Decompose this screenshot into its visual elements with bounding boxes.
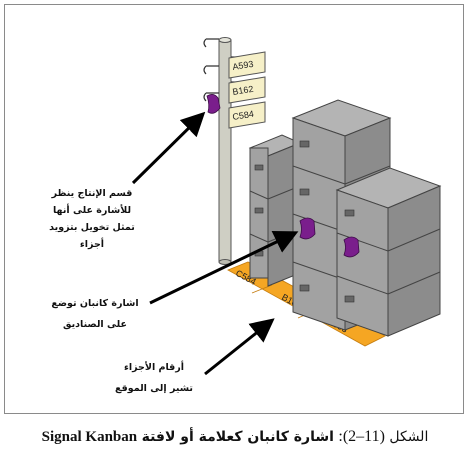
kanban-diagram: C584 B162 A593 A593 B162 C584 [49,37,442,394]
post-tag-a593: A593 [228,51,266,79]
post-tag-c584: C584 [228,101,266,129]
post-kanban-flag [206,94,221,114]
caption-english: Signal Kanban [41,429,138,445]
box-kanban-flag-middle [299,217,316,240]
post-tag-a593-label: A593 [232,59,254,72]
arrow-to-post [131,111,206,185]
box-note-line-1: اشارة كانبان توضع [51,298,138,309]
post-note: قسم الإنتاج ينظر للأشارة على أنها تمثل ت… [49,188,135,250]
floor-note: أرقام الأجزاء تشير إلى الموقع [115,360,193,394]
box-note-line-2: على الصناديق [63,319,127,330]
box-stack-right [335,167,442,337]
arrow-to-floor [204,318,275,376]
figure-caption: الشكل (11–2): اشارة كانبان كعلامة أو لاف… [0,428,470,446]
post-tag-b162: B162 [228,76,266,104]
caption-title: اشارة كانبان كعلامة أو لافتة [141,429,334,445]
floor-note-line-2: تشير إلى الموقع [115,383,193,394]
box-kanban-flag-right [343,236,360,258]
post-note-line-4: أجزاء [80,237,104,250]
box-note: اشارة كانبان توضع على الصناديق [51,298,138,330]
post-tag-b162-label: B162 [232,84,254,97]
floor-note-line-1: أرقام الأجزاء [124,360,184,373]
post-note-line-3: تمثل تخويل بتزويد [49,222,135,233]
signal-post [203,37,238,265]
caption-prefix: الشكل [389,429,429,445]
post-note-line-1: قسم الإنتاج ينظر [51,188,133,199]
post-tag-c584-label: C584 [232,109,255,122]
caption-number: (11–2): [338,428,385,445]
arrow-to-box [149,231,299,305]
post-note-line-2: للأشارة على أنها [53,203,131,216]
